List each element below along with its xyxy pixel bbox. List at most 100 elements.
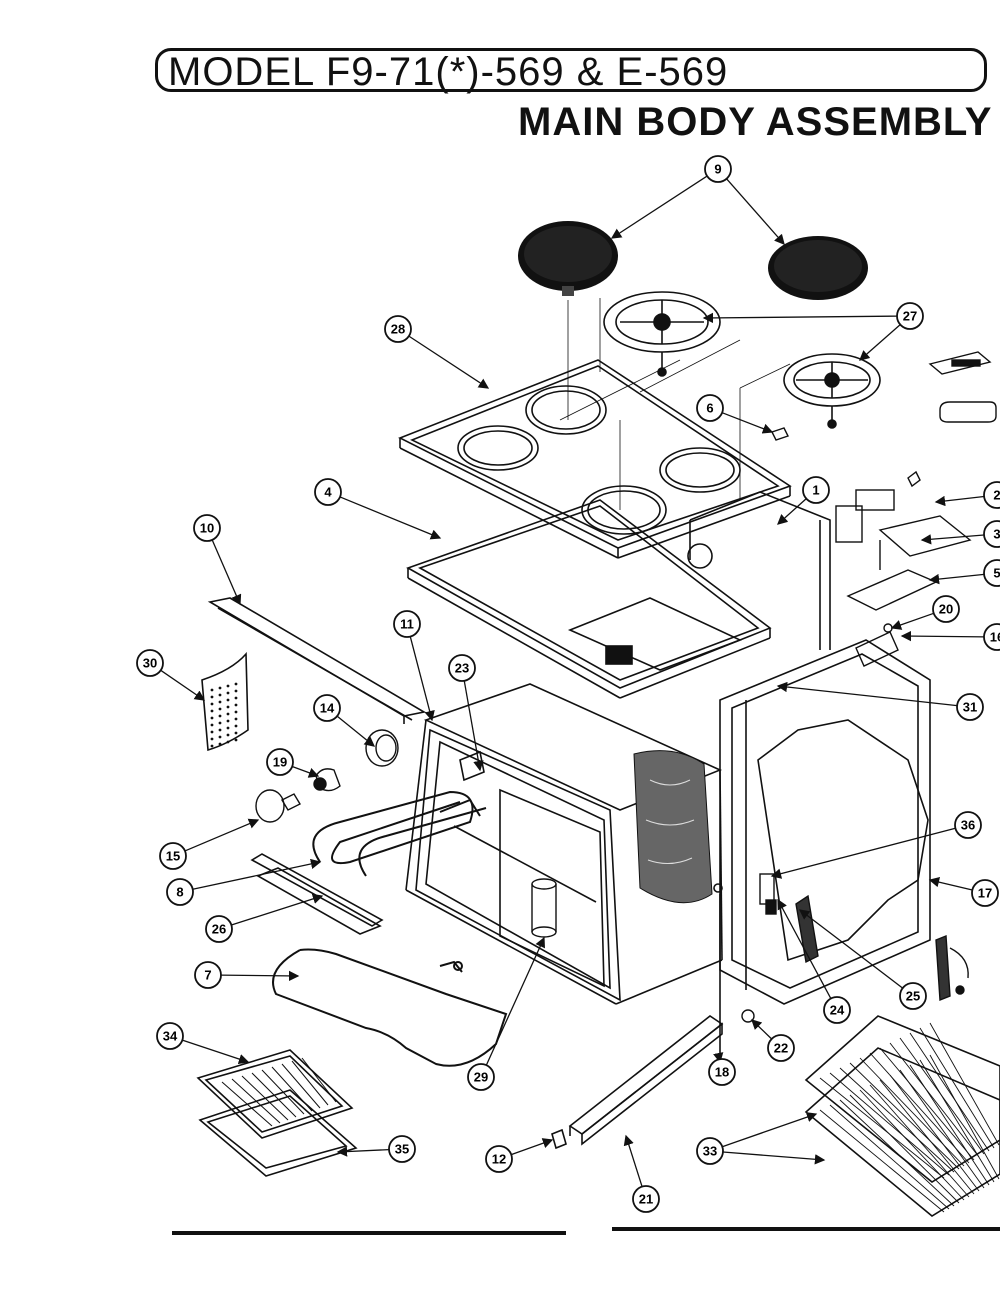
callout-leader-10 — [211, 539, 242, 606]
callout-number-28: 28 — [391, 322, 405, 337]
callout-number-35: 35 — [395, 1142, 409, 1157]
callout-circle-23 — [448, 654, 476, 682]
callout-number-6: 6 — [706, 401, 713, 416]
callout-circle-24 — [823, 996, 851, 1024]
kick-rail — [551, 883, 724, 1150]
callout-14: 14 — [313, 694, 376, 747]
callout-22: 22 — [751, 1019, 795, 1062]
oven-racks — [804, 1015, 1000, 1217]
callout-circle-20 — [932, 595, 960, 623]
callout-leader-15 — [184, 818, 260, 852]
callout-circle-1 — [802, 476, 830, 504]
callout-number-16: 16 — [990, 630, 1000, 645]
callout-leader-19 — [291, 765, 320, 778]
broiler-pan-set — [196, 1049, 358, 1177]
callout-circle-26 — [205, 915, 233, 943]
callout-34: 34 — [156, 1022, 250, 1065]
callout-8: 8 — [166, 858, 322, 906]
callout-leader-8 — [192, 858, 322, 890]
callout-leader-27 — [702, 312, 898, 324]
callout-33: 33 — [696, 1112, 826, 1165]
callout-leader-4 — [339, 496, 442, 540]
callout-circle-3 — [983, 520, 1000, 548]
callout-15: 15 — [159, 818, 260, 870]
callout-circle-4 — [314, 478, 342, 506]
callout-leader-26 — [231, 893, 324, 926]
callout-number-10: 10 — [200, 521, 214, 536]
callout-leader-33 — [722, 1151, 826, 1165]
callout-21: 21 — [623, 1134, 660, 1213]
callout-23: 23 — [448, 654, 484, 772]
callout-number-15: 15 — [166, 849, 180, 864]
callout-leader-14 — [336, 715, 376, 747]
callout-circle-5 — [983, 559, 1000, 587]
callout-10: 10 — [193, 514, 242, 606]
callout-number-7: 7 — [204, 968, 211, 983]
callout-circle-31 — [956, 693, 984, 721]
broil-element — [312, 790, 487, 877]
callout-number-11: 11 — [400, 617, 414, 632]
callout-number-33: 33 — [703, 1144, 717, 1159]
callout-leader-33 — [722, 1112, 818, 1148]
callout-number-21: 21 — [639, 1192, 653, 1207]
callout-leader-24 — [777, 898, 832, 999]
callout-7: 7 — [194, 961, 300, 989]
callout-number-23: 23 — [455, 661, 469, 676]
callout-circle-16 — [983, 623, 1000, 651]
callout-leader-5 — [928, 573, 985, 585]
callout-number-36: 36 — [961, 818, 975, 833]
burner-pan-right — [783, 353, 881, 429]
callout-leader-35 — [336, 1146, 390, 1157]
lower-trim-rail — [250, 853, 384, 935]
callout-circle-11 — [393, 610, 421, 638]
callout-circle-22 — [767, 1034, 795, 1062]
callout-leader-9 — [610, 175, 708, 239]
callout-circle-28 — [384, 315, 412, 343]
callout-circle-17 — [971, 879, 999, 907]
rear-trim-rail — [207, 597, 427, 724]
model-title: MODEL F9-71(*)-569 & E-569 — [168, 50, 729, 94]
callout-20: 20 — [890, 595, 960, 630]
callout-leader-29 — [485, 936, 545, 1066]
callout-leader-34 — [182, 1039, 250, 1065]
callout-number-3: 3 — [993, 527, 1000, 542]
callout-16: 16 — [900, 623, 1000, 651]
callout-circle-34 — [156, 1022, 184, 1050]
callout-29: 29 — [467, 936, 545, 1091]
callout-4: 4 — [314, 478, 442, 540]
section-title: MAIN BODY ASSEMBLY — [518, 100, 993, 144]
callout-circle-15 — [159, 842, 187, 870]
callout-leader-2 — [934, 495, 985, 507]
callout-5: 5 — [928, 559, 1000, 587]
insulation-blanket — [633, 750, 713, 904]
callout-26: 26 — [205, 893, 324, 943]
callout-leader-6 — [721, 412, 774, 434]
callout-number-25: 25 — [906, 989, 920, 1004]
callout-27: 27 — [702, 302, 924, 361]
callout-18: 18 — [708, 1052, 736, 1086]
callout-number-9: 9 — [714, 162, 721, 177]
callout-circle-12 — [485, 1145, 513, 1173]
callout-leader-20 — [890, 612, 934, 630]
cylinder-part — [531, 878, 557, 938]
callout-number-14: 14 — [320, 701, 335, 716]
callout-30: 30 — [136, 649, 206, 701]
callout-number-2: 2 — [993, 488, 1000, 503]
callout-leader-1 — [777, 498, 807, 525]
callout-12: 12 — [485, 1138, 554, 1173]
callout-number-4: 4 — [324, 485, 332, 500]
callout-1: 1 — [777, 476, 830, 525]
callout-circle-7 — [194, 961, 222, 989]
callout-number-18: 18 — [715, 1065, 729, 1080]
callout-number-1: 1 — [812, 483, 819, 498]
callout-circle-19 — [266, 748, 294, 776]
oven-light-assembly — [255, 729, 399, 823]
callout-circle-6 — [696, 394, 724, 422]
callout-circle-25 — [899, 982, 927, 1010]
callout-number-26: 26 — [212, 922, 226, 937]
callout-circle-21 — [632, 1185, 660, 1213]
callout-number-8: 8 — [176, 885, 183, 900]
